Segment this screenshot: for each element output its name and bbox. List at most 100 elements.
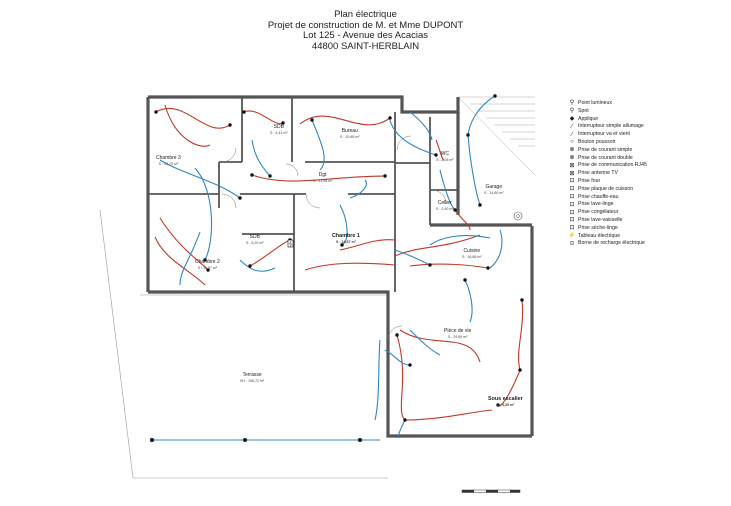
legend-label: Prise antenne TV [578, 170, 618, 177]
room-name: Dgt [318, 172, 327, 178]
room-label-wc: WC S : 2,05 m² [436, 151, 454, 163]
legend-label: Prise chauffe-eau [578, 193, 619, 200]
room-label-sdb2: SDB S : 5,20 m² [246, 234, 264, 246]
legend-label: Bouton poussoir [578, 138, 616, 145]
switch-simple-icon: ∕ [571, 123, 573, 130]
room-label-chambre3: Chambre 3 S : 13,73 m² [156, 155, 181, 167]
switch-two-way-icon: ∕ [571, 131, 573, 138]
room-name: Chambre 3 [156, 155, 181, 161]
project-lot: Lot 125 - Avenue des Acacias [303, 30, 428, 41]
legend-item: ⊠Prise antenne TV [568, 170, 647, 178]
legend-label: Prise lave-linge [578, 201, 614, 208]
oven-socket-icon: ⊡ [569, 178, 575, 185]
room-name: Pièce de vie [444, 328, 472, 334]
legend-label: Prise plaque de cuisson [578, 185, 634, 192]
legend-label: Spot [578, 107, 589, 114]
legend-label: Prise four [578, 177, 601, 184]
interior-walls [148, 97, 458, 292]
room-name: Sous escalier [488, 396, 523, 402]
legend-item: ⊙Borne de recharge électrique [568, 240, 647, 248]
legend-item: ⊡Prise plaque de cuisson [568, 186, 647, 194]
scale-bar [461, 489, 521, 493]
dishwasher-socket-icon: ⊡ [569, 217, 575, 224]
legend-label: Prise de communication RJ45 [578, 162, 647, 169]
room-label-dgt: Dgt S : 11,08 m² [313, 172, 332, 184]
socket-simple-icon: ⊗ [569, 147, 575, 154]
legend-label: Prise de courant simple [578, 146, 633, 153]
room-name: Chambre 2 [195, 259, 220, 265]
legend-item: ⊡Prise lave-linge [568, 201, 647, 209]
room-name: Chambre 1 [332, 233, 360, 239]
electrical-panel-icon: ⚡ [568, 232, 576, 239]
room-label-sdb1: SDB S : 4,41 m² [270, 124, 288, 136]
room-area: S : 2,05 m² [436, 158, 454, 162]
legend-item: ⊗Prise de courant double [568, 155, 647, 163]
room-label-terrasse: Terrasse SH : 106,72 m² [240, 372, 264, 384]
legend-label: Prise sèche-linge [578, 224, 618, 231]
room-name: SDB [249, 234, 260, 240]
legend-item: ⊡Prise lave-vaisselle [568, 217, 647, 225]
tv-socket-icon: ⊠ [569, 170, 575, 177]
water-heater-socket-icon: ⊡ [569, 193, 575, 200]
freezer-socket-icon: ⊡ [569, 209, 575, 216]
charging-station [513, 211, 523, 221]
legend: ⚲Point lumineux ⚲Spot ◆Applique ∕Interru… [568, 100, 647, 248]
room-area: S : 13,73 m² [158, 162, 179, 166]
dryer-socket-icon: ⊡ [569, 225, 575, 232]
socket-double-icon: ⊗ [569, 154, 575, 161]
legend-item: ⊗Prise de courant simple [568, 147, 647, 155]
legend-label: Tableau électrique [578, 232, 621, 239]
legend-item: ⚲Spot [568, 108, 647, 116]
spot-icon: ⚲ [569, 108, 575, 115]
room-label-cuisine: Cuisine S : 16,66 m² [462, 248, 482, 260]
room-area: S : 14,60 m² [484, 191, 504, 195]
room-label-bureau: Bureau S : 10,65 m² [340, 128, 360, 140]
legend-label: Applique [578, 115, 599, 122]
room-label-garage: Garage S : 14,60 m² [484, 184, 504, 196]
legend-label: Point lumineux [578, 100, 613, 106]
hob-socket-icon: ⊡ [569, 186, 575, 193]
room-name: Bureau [341, 128, 358, 134]
electrical-panel [287, 239, 294, 248]
legend-item: ⊡Prise sèche-linge [568, 225, 647, 233]
plan-title: Plan électrique [334, 9, 397, 20]
light-points [150, 94, 524, 442]
legend-item: ⊡Prise four [568, 178, 647, 186]
legend-item: ⚡Tableau électrique [568, 233, 647, 241]
ev-charger-icon: ⊙ [569, 240, 575, 247]
legend-label: Interrupteur va et vient [578, 131, 630, 138]
wall-light-icon: ◆ [569, 115, 575, 122]
light-point-icon: ⚲ [569, 100, 575, 107]
room-area: S : 10,65 m² [340, 135, 360, 139]
room-area: S : 4,35 m² [496, 403, 515, 407]
legend-item: ◆Applique [568, 116, 647, 124]
rj45-socket-icon: ⊠ [569, 162, 575, 169]
legend-item: ⚲Point lumineux [568, 100, 647, 108]
legend-label: Prise de courant double [578, 154, 633, 161]
room-area: S : 2,90 m² [436, 207, 454, 211]
room-name: Cuisine [463, 248, 481, 254]
legend-item: ∕Interrupteur simple allumage [568, 123, 647, 131]
room-area: S : 14,87 m² [335, 240, 356, 244]
legend-label: Prise lave-vaisselle [578, 216, 623, 223]
project-name: Projet de construction de M. et Mme DUPO… [267, 19, 464, 31]
room-area: SH : 106,72 m² [240, 379, 265, 383]
legend-item: ⊡Prise chauffe-eau [568, 194, 647, 202]
room-label-sous-escalier: Sous escalier S : 4,35 m² [488, 396, 523, 408]
legend-item: ⊠Prise de communication RJ45 [568, 162, 647, 170]
room-area: S : 11,08 m² [313, 179, 333, 183]
room-label-piece-de-vie: Pièce de vie S : 29,69 m² [444, 328, 471, 340]
room-label-chambre1: Chambre 1 S : 14,87 m² [332, 233, 360, 245]
room-label-cellier: Cellier S : 2,90 m² [436, 200, 454, 212]
room-name: Terrasse [242, 372, 262, 378]
washing-machine-socket-icon: ⊡ [569, 201, 575, 208]
room-area: S : 5,20 m² [246, 241, 264, 245]
wiring-phase [154, 104, 524, 421]
plan-title-block: Plan électrique Projet de construction d… [0, 9, 731, 52]
project-city: 44800 SAINT-HERBLAIN [311, 40, 420, 52]
room-area: S : 11,57 m² [197, 266, 218, 270]
room-area: S : 16,66 m² [462, 255, 482, 259]
room-name: SDB [273, 124, 284, 130]
legend-item: ∕ Interrupteur va et vient [568, 131, 647, 139]
